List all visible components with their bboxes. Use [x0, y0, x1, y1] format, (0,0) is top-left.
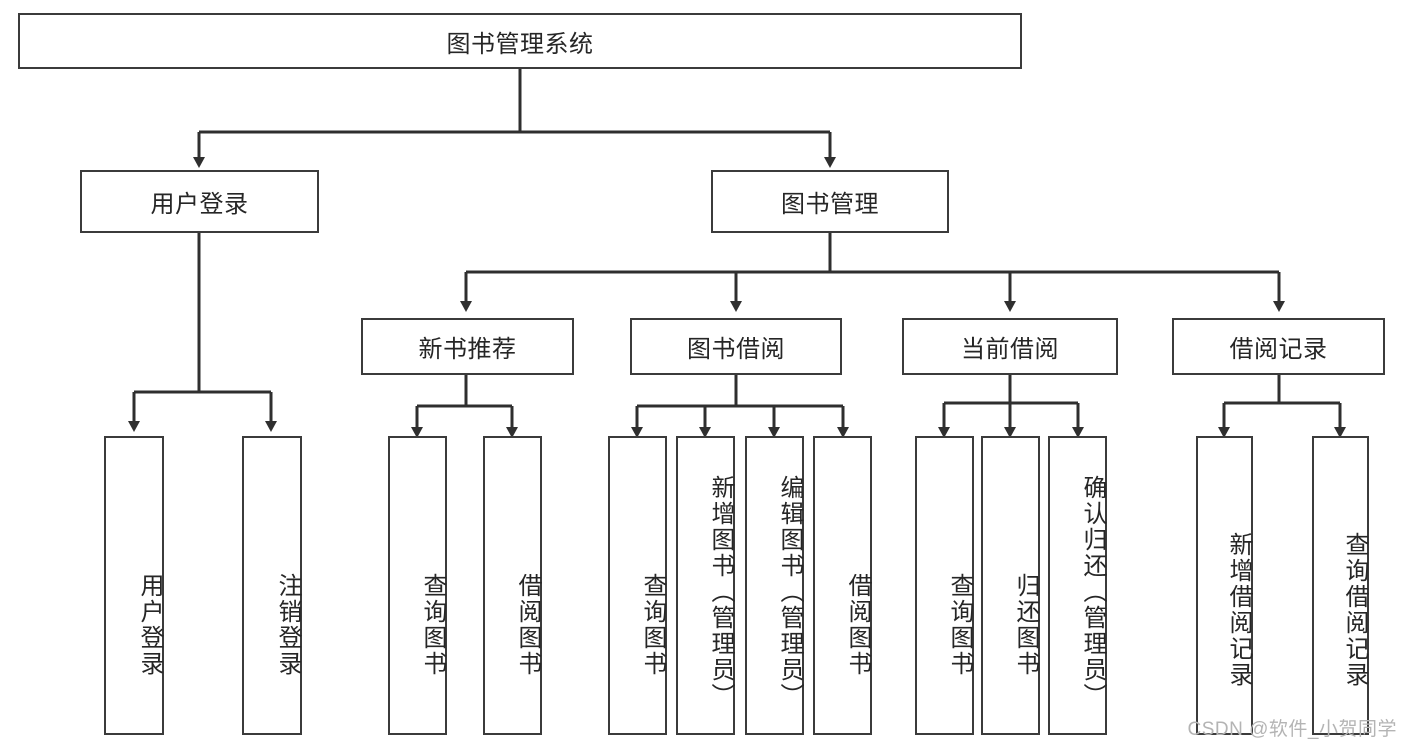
- node-label: 借阅记录: [1229, 336, 1328, 363]
- node-label: 图书借阅: [687, 336, 785, 363]
- leaf-return-book[interactable]: 归还图书: [981, 436, 1040, 735]
- node-book-borrow[interactable]: 图书借阅: [630, 318, 842, 375]
- node-label: 新书推荐: [418, 336, 517, 363]
- leaf-user-login[interactable]: 用户登录: [104, 436, 164, 735]
- leaf-add-borrow-record[interactable]: 新增借阅记录: [1196, 436, 1253, 735]
- node-label: 用户登录: [150, 191, 249, 218]
- leaf-borrow-book-recommend[interactable]: 借阅图书: [483, 436, 542, 735]
- node-label: 归还图书: [1012, 572, 1039, 677]
- node-label: 查询图书: [946, 572, 973, 677]
- node-label: 新增图书（管理员）: [707, 474, 734, 709]
- node-label: 借阅图书: [514, 572, 541, 677]
- leaf-query-book-borrow[interactable]: 查询图书: [608, 436, 667, 735]
- node-current-borrow[interactable]: 当前借阅: [902, 318, 1118, 375]
- node-label: 确认归还（管理员）: [1079, 474, 1106, 709]
- leaf-edit-book-admin[interactable]: 编辑图书（管理员）: [745, 436, 804, 735]
- node-label: 借阅图书: [844, 572, 871, 677]
- node-book-management[interactable]: 图书管理: [711, 170, 949, 233]
- node-new-book-recommend[interactable]: 新书推荐: [361, 318, 574, 375]
- leaf-logout[interactable]: 注销登录: [242, 436, 302, 735]
- node-root-book-management-system[interactable]: 图书管理系统: [18, 13, 1022, 69]
- node-borrow-record[interactable]: 借阅记录: [1172, 318, 1385, 375]
- node-label: 当前借阅: [961, 336, 1059, 363]
- leaf-query-book-current[interactable]: 查询图书: [915, 436, 974, 735]
- leaf-borrow-book[interactable]: 借阅图书: [813, 436, 872, 735]
- node-label: 编辑图书（管理员）: [776, 474, 803, 709]
- leaf-query-book-recommend[interactable]: 查询图书: [388, 436, 447, 735]
- node-label: 查询图书: [639, 572, 666, 677]
- node-label: 用户登录: [136, 572, 163, 677]
- watermark-text: CSDN @软件_小贺同学: [1187, 719, 1397, 740]
- leaf-confirm-return-admin[interactable]: 确认归还（管理员）: [1048, 436, 1107, 735]
- node-user-login[interactable]: 用户登录: [80, 170, 319, 233]
- leaf-add-book-admin[interactable]: 新增图书（管理员）: [676, 436, 735, 735]
- node-label: 注销登录: [274, 572, 301, 677]
- node-label: 新增借阅记录: [1225, 531, 1252, 688]
- node-label: 查询借阅记录: [1341, 531, 1368, 688]
- leaf-query-borrow-record[interactable]: 查询借阅记录: [1312, 436, 1369, 735]
- node-label: 图书管理系统: [446, 30, 594, 58]
- node-label: 查询图书: [419, 572, 446, 677]
- node-label: 图书管理: [781, 191, 879, 218]
